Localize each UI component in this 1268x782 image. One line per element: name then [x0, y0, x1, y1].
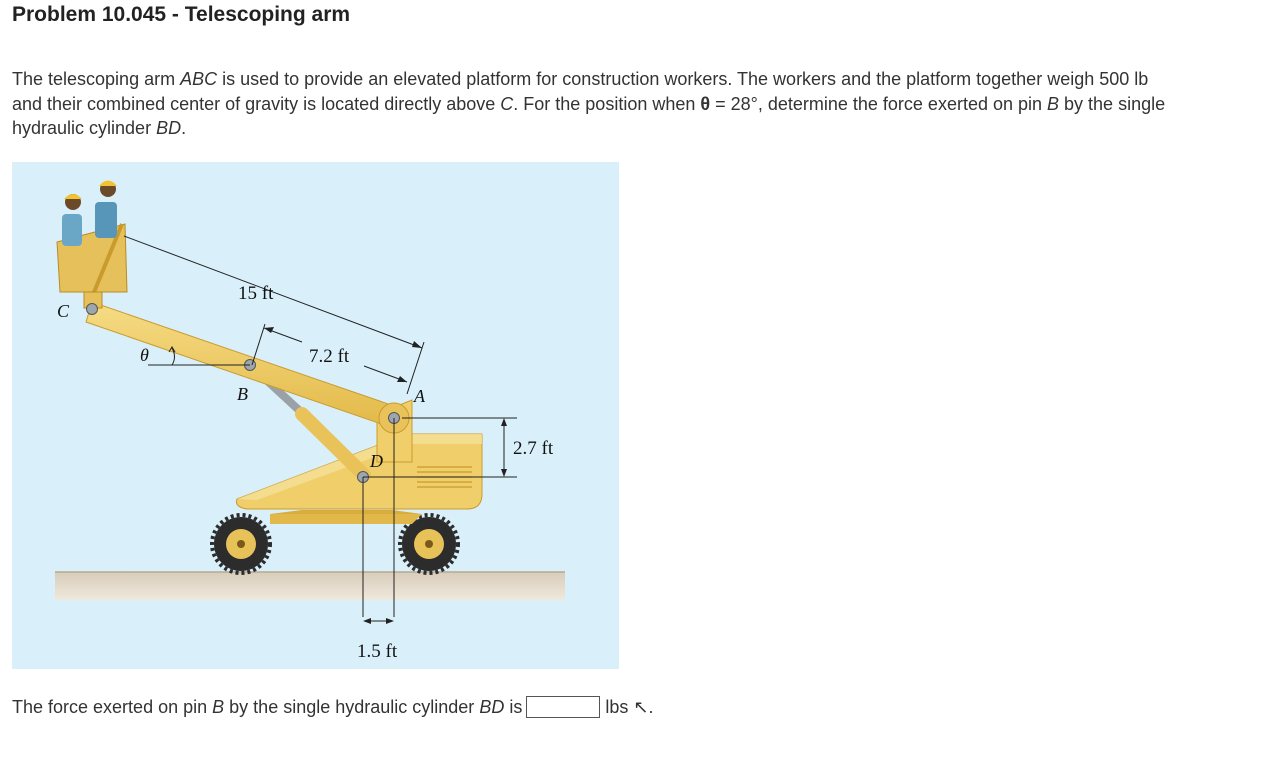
workers-icon	[62, 180, 117, 246]
left-wheel	[210, 513, 272, 575]
statement-text: The telescoping arm	[12, 69, 181, 89]
dimension-2-7ft: 2.7 ft	[513, 438, 554, 459]
figure-drawing: C θ B A D 15 ft 7.2 ft 2.7 ft 1.5 ft	[55, 180, 565, 662]
problem-statement: The telescoping arm ABC is used to provi…	[12, 67, 1172, 141]
chassis	[270, 514, 422, 524]
answer-prefix: The force exerted on pin	[12, 696, 208, 717]
answer-var-bd: BD	[479, 696, 505, 717]
answer-row: The force exerted on pin B by the single…	[12, 696, 653, 718]
answer-middle: by the single hydraulic cylinder	[229, 696, 475, 717]
label-d: D	[369, 451, 383, 471]
dimension-7-2ft: 7.2 ft	[309, 346, 350, 367]
var-c: C	[500, 93, 514, 114]
statement-text: is used to provide an elevated platform …	[12, 69, 1149, 114]
answer-var-b: B	[212, 696, 225, 717]
pin-c	[86, 303, 98, 315]
dimension-15ft: 15 ft	[238, 283, 274, 304]
var-abc: ABC	[180, 69, 218, 89]
label-b: B	[237, 384, 248, 404]
answer-unit: lbs ↖.	[605, 696, 654, 717]
label-c: C	[57, 301, 70, 321]
answer-suffix: is	[509, 696, 523, 717]
label-a: A	[413, 386, 426, 406]
ground	[55, 572, 565, 600]
right-wheel	[398, 513, 460, 575]
statement-text: = 28°, determine the force exerted on pi…	[710, 93, 1048, 114]
theta-symbol: θ	[700, 93, 711, 114]
var-b: B	[1047, 93, 1060, 114]
label-theta: θ	[140, 345, 149, 365]
var-bd: BD	[156, 118, 182, 138]
dimension-1-5ft: 1.5 ft	[357, 641, 398, 662]
force-answer-input[interactable]	[526, 696, 601, 718]
telescoping-arm-figure: C θ B A D 15 ft 7.2 ft 2.7 ft 1.5 ft	[12, 162, 619, 669]
statement-text: . For the position when	[513, 93, 701, 114]
statement-text: .	[181, 118, 187, 138]
statement-text: by the single hydraulic cylinder	[12, 93, 1166, 139]
problem-title: Problem 10.045 - Telescoping arm	[12, 3, 351, 26]
